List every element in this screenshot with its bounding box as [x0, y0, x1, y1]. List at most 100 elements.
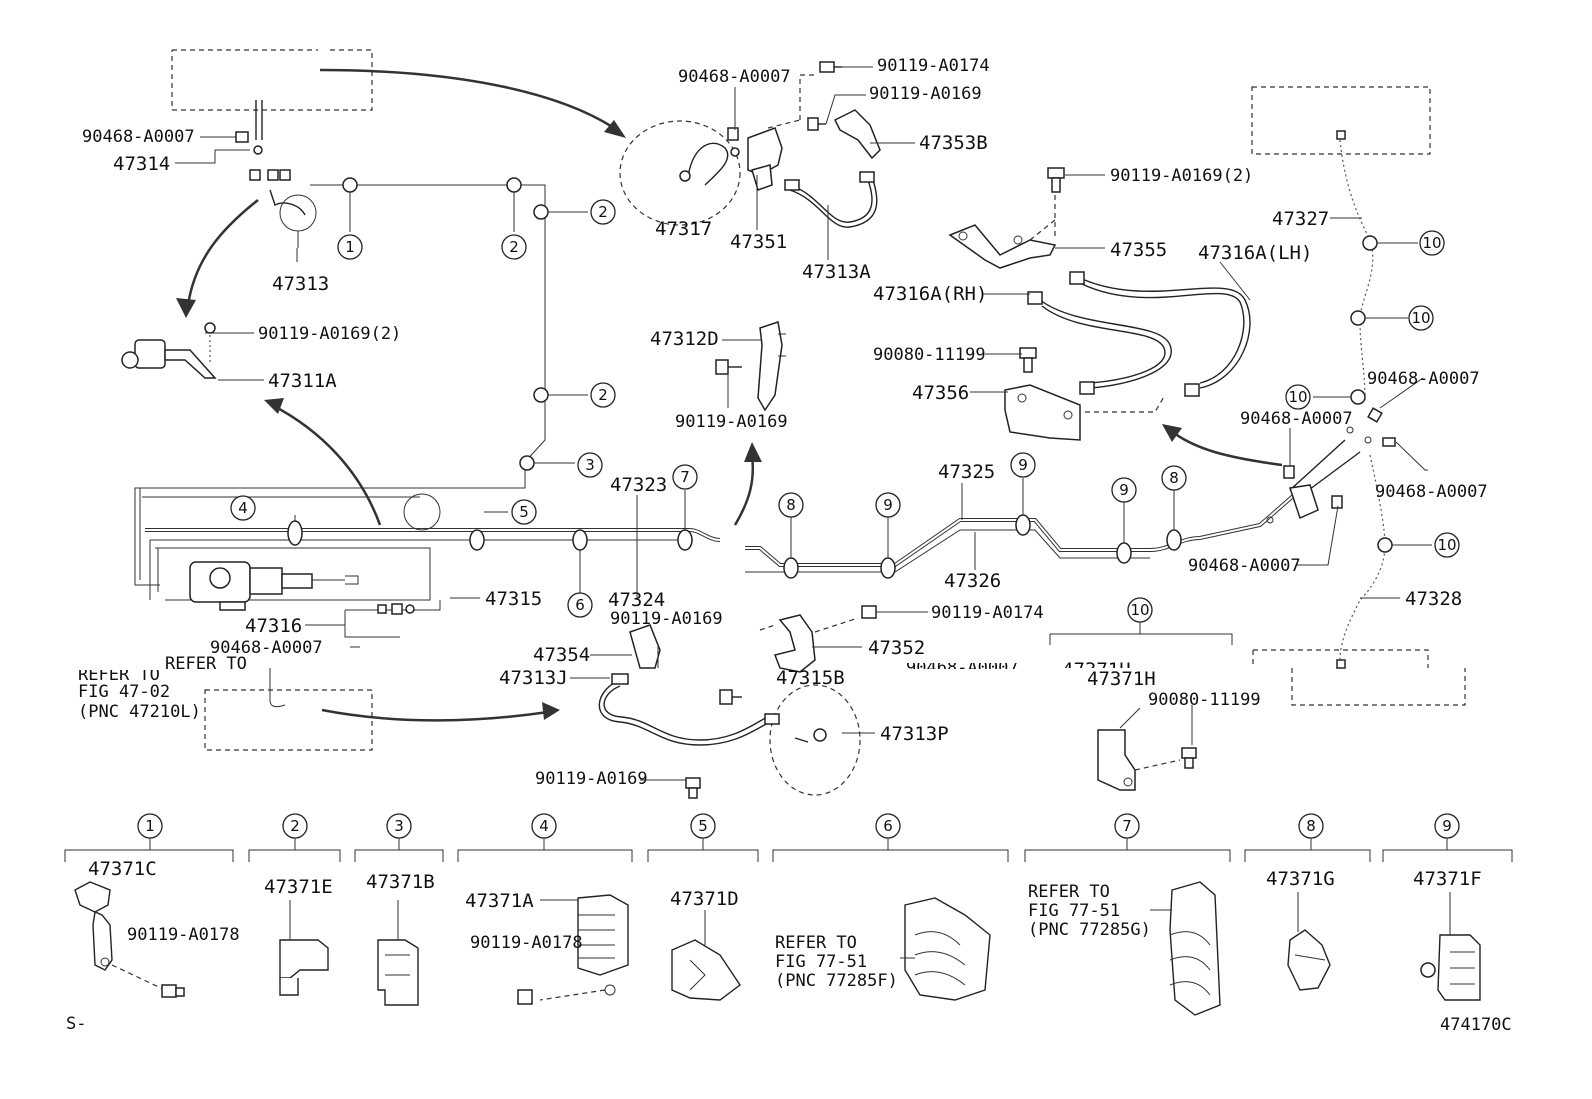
label-47371H: 47371H	[1087, 668, 1156, 690]
callout-number: 8	[1306, 817, 1316, 835]
master-cylinder-47315	[189, 561, 359, 611]
label-47313P: 47313P	[880, 723, 949, 745]
legend-labels: 47371C 90119-A0178 47371E 47371B 47371A …	[66, 858, 1512, 1035]
label-47314: 47314	[113, 153, 170, 175]
legend-clip-47371G	[1287, 892, 1331, 991]
callout-number: 9	[1442, 817, 1452, 835]
label-47316A-RH: 47316A(RH)	[873, 283, 987, 305]
detail-ellipse-47313P	[769, 684, 861, 796]
main-line-box	[139, 488, 420, 580]
label-47354: 47354	[533, 644, 590, 666]
label-47326: 47326	[944, 570, 1001, 592]
bolt-47315B	[719, 689, 742, 705]
label-47316A-LH: 47316A(LH)	[1198, 242, 1312, 264]
callout-circle-icon	[137, 813, 163, 839]
hose-47313	[249, 169, 317, 248]
label-47352: 47352	[868, 637, 925, 659]
label-90468-r1: 90468-A0007	[1367, 369, 1480, 389]
callout-circle-icon	[1114, 813, 1140, 839]
legend-extra-1: 90119-A0178	[127, 925, 240, 945]
callout-circle-icon	[590, 199, 616, 225]
line-47316	[344, 600, 441, 638]
bracket-47353B	[833, 109, 881, 160]
legend-fig-7: FIG 77-51	[1028, 901, 1120, 921]
ref-box-top-left	[171, 49, 373, 111]
callout-number: 10	[1422, 234, 1441, 252]
callout-number: 9	[1018, 456, 1028, 474]
legend-part-47371G: 47371G	[1266, 868, 1335, 890]
callout-number: 9	[883, 496, 893, 514]
label-90468-tl: 90468-A0007	[82, 127, 195, 147]
label-47313A: 47313A	[802, 261, 871, 283]
arrow-left-down-head	[176, 298, 196, 318]
label-90468-r4: 90468-A0007	[1188, 556, 1301, 576]
callout-circle-icon	[1161, 465, 1187, 491]
legend-clip-47371A	[517, 894, 629, 1005]
ref-box-bottom-right	[1252, 649, 1466, 706]
label-90468-r3: 90468-A0007	[1375, 482, 1488, 502]
legend-refer-7: REFER TO	[1028, 882, 1110, 902]
label-47313J: 47313J	[499, 667, 568, 689]
label-90468-ml: 90468-A0007	[210, 638, 323, 658]
arrow-up-47311A	[271, 403, 382, 526]
label-90119-169-b: 90119-A0169	[610, 609, 723, 629]
legend-clip-77285F	[900, 897, 991, 1001]
callout-circle-icon	[531, 813, 557, 839]
bolt-90119-A0174-bottom	[861, 605, 877, 619]
valve-47311A	[121, 322, 217, 379]
callout-number: 2	[509, 238, 519, 256]
ref-box-right-small-top	[1336, 130, 1346, 140]
callout-circle-icon	[690, 813, 716, 839]
hose-47313A	[784, 171, 878, 228]
bracket-47355	[948, 224, 1057, 269]
callout-number: 7	[1122, 817, 1132, 835]
label-90468-r2: 90468-A0007	[1240, 409, 1353, 429]
footer-left-code: S-	[66, 1014, 86, 1034]
callout-circle-icon	[1419, 230, 1445, 256]
joint-47314	[253, 145, 263, 155]
arrow-top-head	[604, 120, 626, 138]
arrow-right-bottom-head	[542, 702, 560, 720]
pipe-clamp-markers	[287, 177, 1393, 615]
bolt-90119-A0169-2-right	[1047, 167, 1065, 193]
label-90468-tc: 90468-A0007	[678, 67, 791, 87]
bracket-47312D	[757, 321, 786, 412]
legend-part-47371E: 47371E	[264, 876, 333, 898]
clamp-47371H	[1097, 729, 1197, 791]
callout-number: 5	[519, 503, 529, 521]
brake-pipe-rear-b	[745, 529, 1150, 573]
callout-number: 8	[786, 496, 796, 514]
callout-circle-icon	[1408, 305, 1434, 331]
legend-brackets	[64, 838, 1513, 862]
hose-47316A-LH	[1069, 271, 1251, 397]
right-dotted-line-top	[1339, 139, 1374, 401]
legend-clip-47371B	[377, 900, 419, 1006]
callout-circle-icon	[1434, 532, 1460, 558]
dash-47356	[1085, 394, 1166, 413]
hose-47317-group	[679, 127, 740, 186]
label-90468-bc: 90468-A0007	[906, 658, 1019, 678]
hose-47316A-RH	[1027, 291, 1172, 395]
legend-clip-47371C	[74, 881, 185, 998]
legend-part-47371F: 47371F	[1413, 868, 1482, 890]
callout-circle-icon	[875, 813, 901, 839]
callout-circle-icon	[511, 499, 537, 525]
ref-box-bottom-left	[204, 689, 373, 751]
label-47313: 47313	[272, 273, 329, 295]
label-47328: 47328	[1405, 588, 1462, 610]
callout-circle-icon	[567, 592, 593, 618]
callout-number: 3	[394, 817, 404, 835]
callout-circle-icon	[577, 452, 603, 478]
label-47312D: 47312D	[650, 328, 719, 350]
label-47316: 47316	[245, 615, 302, 637]
callout-number: 4	[539, 817, 549, 835]
hose-47313J	[598, 673, 780, 746]
callout-number: 10	[1437, 536, 1456, 554]
label-47351: 47351	[730, 231, 787, 253]
legend-refer-6: REFER TO	[775, 933, 857, 953]
callout-circle-icon	[590, 382, 616, 408]
right-dotted-line-bottom	[1339, 454, 1386, 661]
callout-circle-icon	[1434, 813, 1460, 839]
